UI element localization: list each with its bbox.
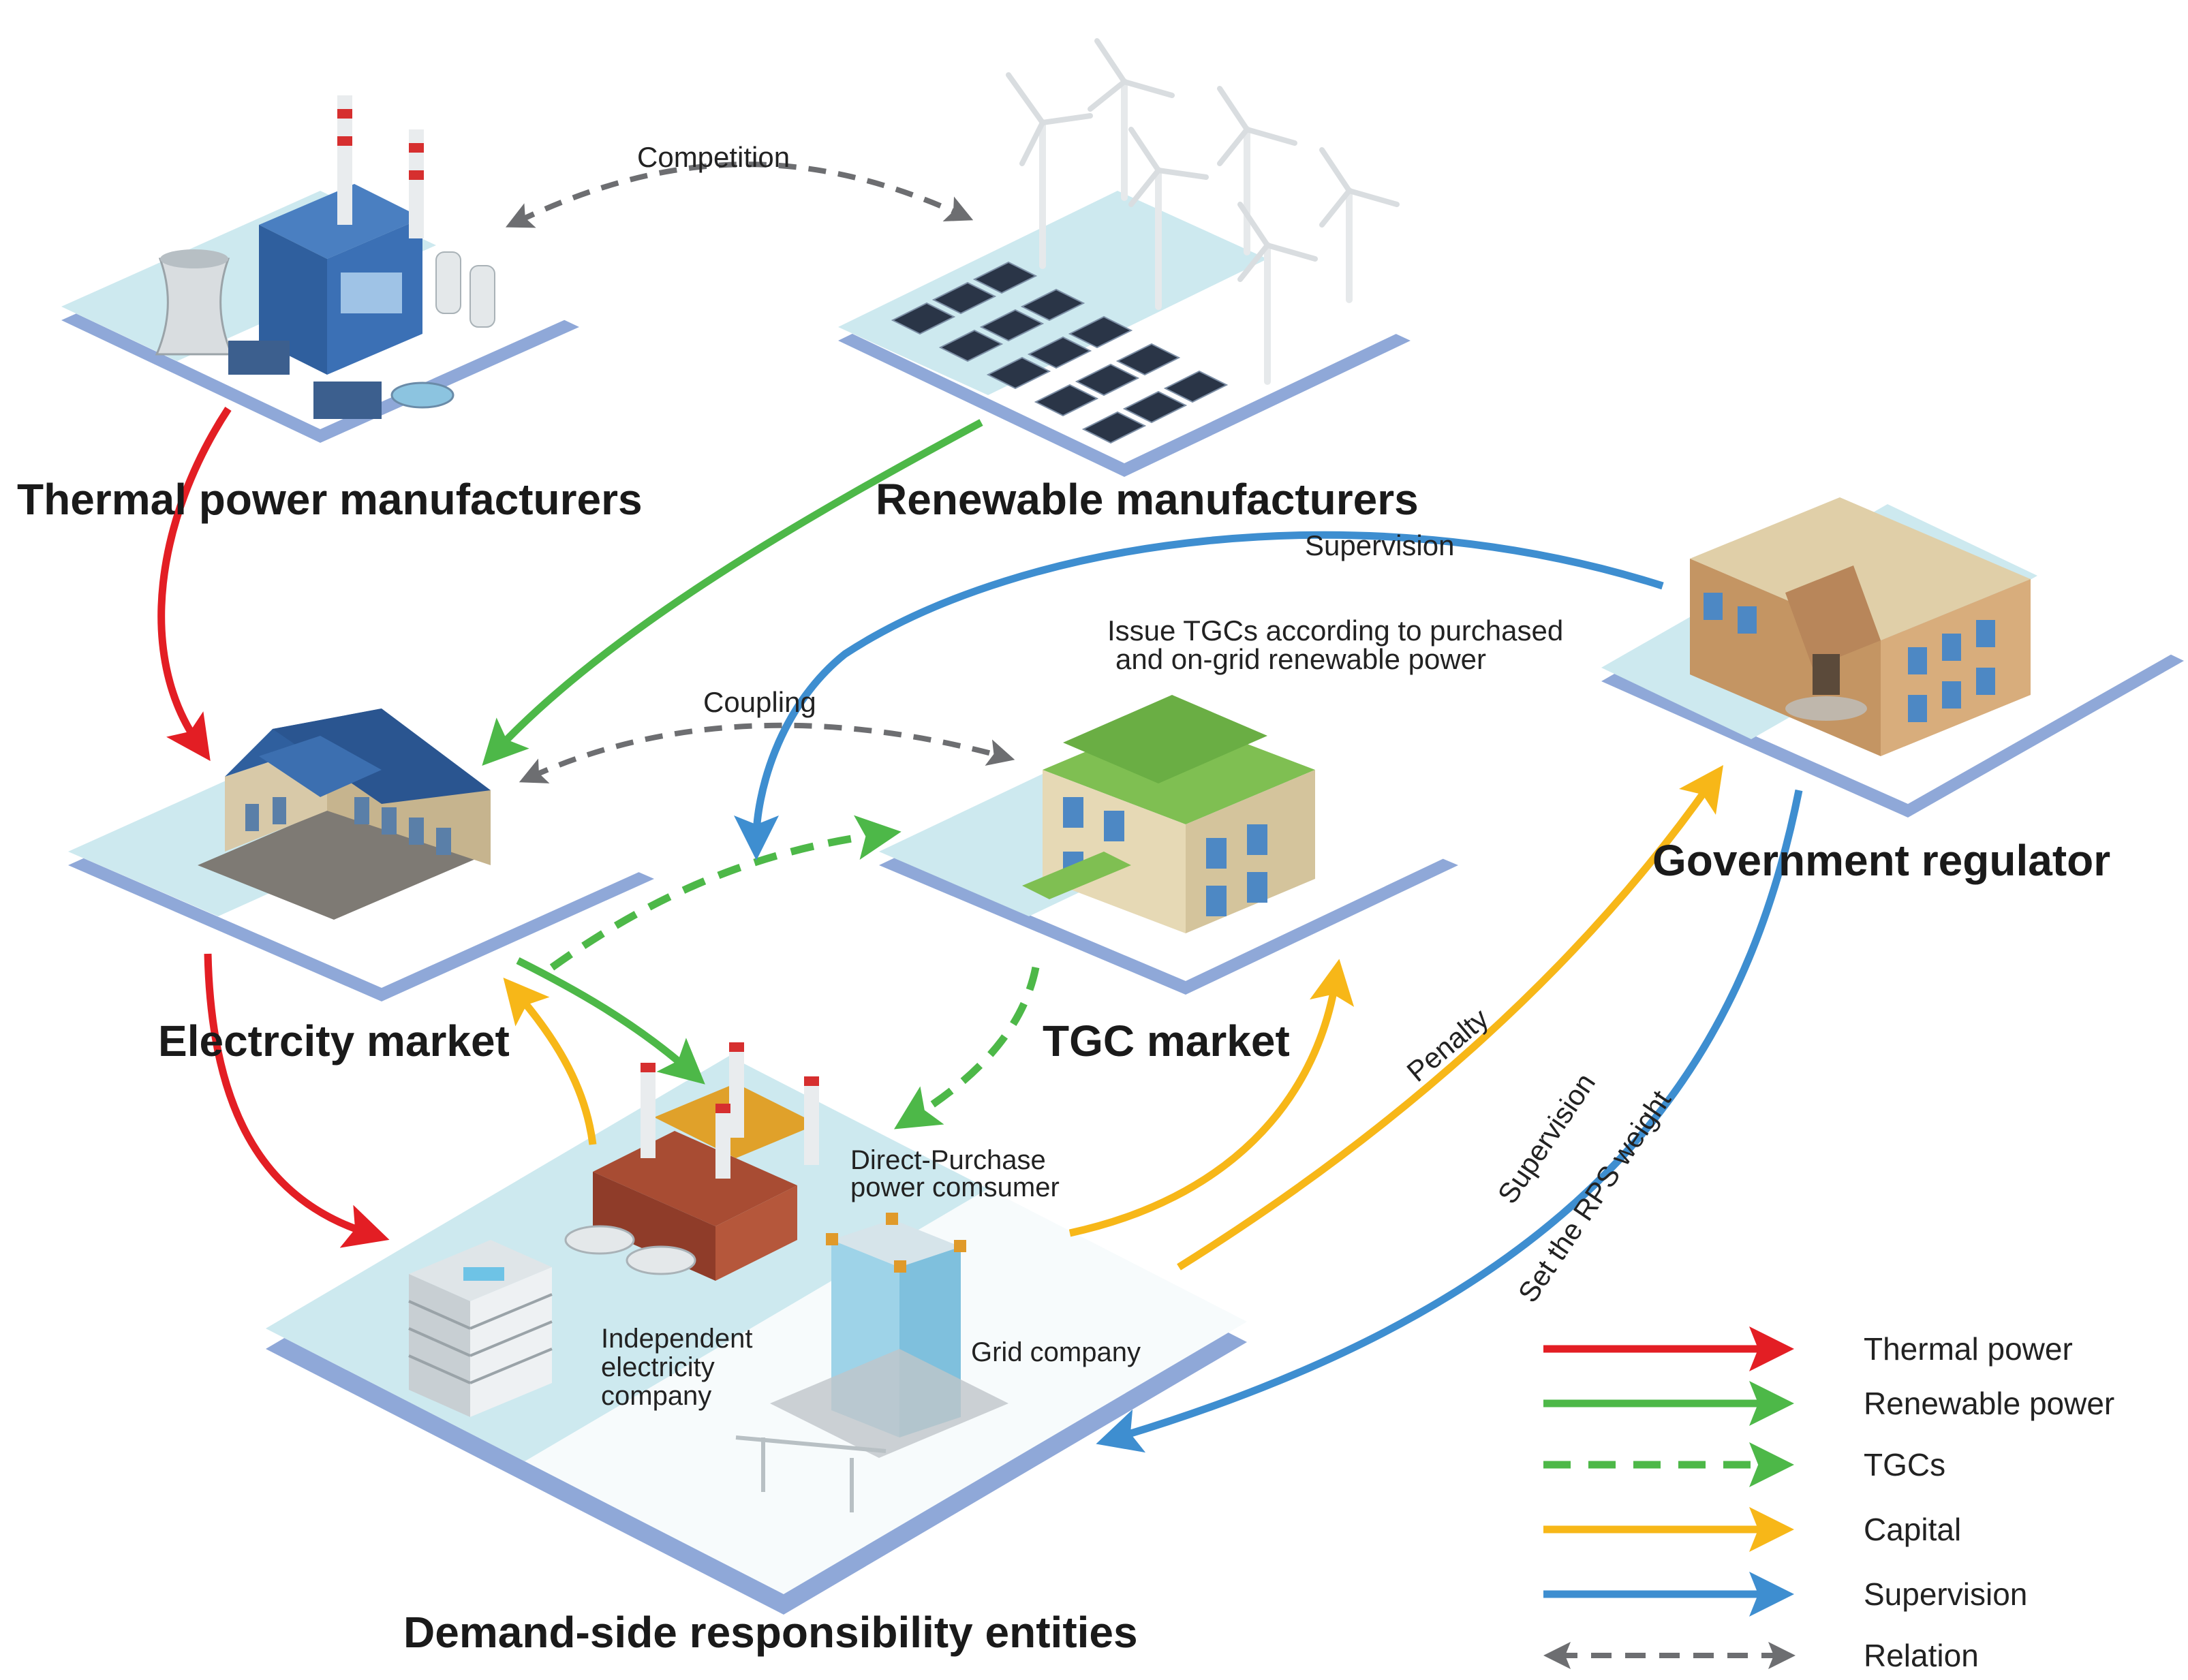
legend: Thermal power Renewable power TGCs Capit… [1543,1326,2114,1673]
legend-label-thermal: Thermal power [1864,1331,2073,1367]
competition-arrow [505,161,974,228]
independent-label-2: electricity [601,1352,715,1382]
renewable-to-electricity-arrow [482,419,983,766]
coupling-arrow [519,722,1015,783]
tgc-building-illustration [1022,695,1315,933]
demand-buildings-illustration [408,1042,1008,1512]
supervision-top-label: Supervision [1305,529,1454,561]
tgc-electricity-to-tgc-arrow [549,815,902,971]
electricity-title: Electrcity market [158,1016,510,1065]
legend-label-tgcs: TGCs [1864,1447,1945,1482]
capital-penalty-arrow [1177,765,1723,1271]
legend-label-supervision: Supervision [1864,1576,2027,1612]
thermal-plant-illustration [155,95,495,419]
legend-label-renewable: Renewable power [1864,1386,2114,1421]
tgc-title: TGC market [1043,1016,1290,1065]
direct-purchase-label-1: Direct-Purchase [850,1145,1046,1175]
direct-purchase-label-2: power comsumer [850,1172,1060,1202]
electricity-to-demand-green-arrow [516,957,705,1085]
electricity-building-illustration [198,709,491,920]
competition-label: Competition [637,141,790,173]
capital-demand-to-tgc-arrow [1068,959,1355,1237]
government-title: Government regulator [1652,836,2110,885]
electricity-to-demand-arrow [204,953,390,1248]
thermal-title: Thermal power manufacturers [17,475,643,524]
legend-label-relation: Relation [1864,1638,1979,1673]
issue-tgcs-label-2: and on-grid renewable power [1115,643,1486,675]
capital-demand-to-electricity-arrow [503,977,597,1145]
thermal-to-electricity-arrow [157,406,232,762]
legend-label-capital: Capital [1864,1512,1961,1547]
demand-title: Demand-side responsibility entities [403,1608,1138,1657]
supervision-gov-to-demand-arrow [1096,789,1803,1453]
independent-label-3: company [601,1381,711,1411]
issue-tgcs-label-1: Issue TGCs according to purchased [1107,615,1563,647]
government-building-illustration [1690,497,2031,756]
renewable-illustration [891,38,1400,444]
grid-company-label: Grid company [971,1337,1141,1367]
independent-label-1: Independent [601,1324,752,1354]
set-rps-label: Set the RPS weight [1511,1085,1677,1308]
coupling-label: Coupling [703,686,816,718]
renewable-title: Renewable manufacturers [876,475,1419,524]
tgc-to-demand-arrow [894,966,1040,1130]
